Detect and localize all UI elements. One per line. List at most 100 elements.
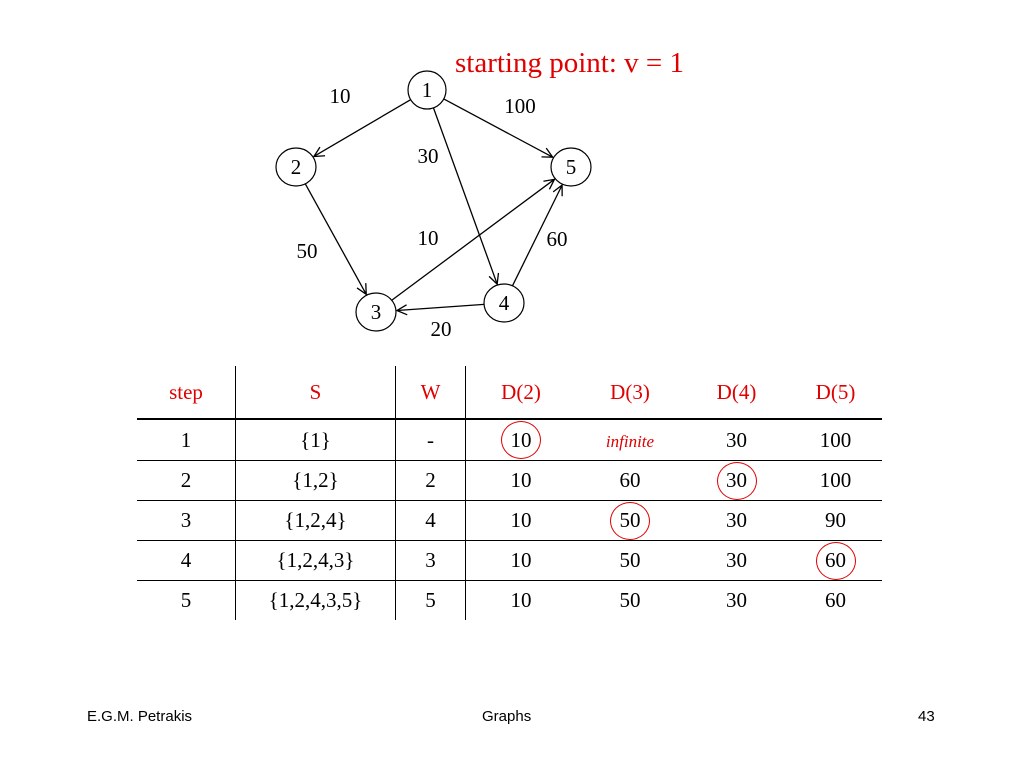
- cell-d4: 30: [684, 460, 789, 501]
- cell-s: {1,2,4}: [235, 500, 396, 541]
- cell-d5: 60: [789, 540, 882, 581]
- edge-weight-1-to-2: 10: [330, 84, 351, 108]
- cell-value: 100: [819, 427, 852, 452]
- footer-page-number: 43: [918, 708, 935, 725]
- cell-step: 2: [137, 460, 236, 501]
- cell-value: 2: [425, 468, 436, 492]
- table-row: 5 {1,2,4,3,5} 5 10 50 30 60: [137, 580, 882, 620]
- cell-value: {1,2,4}: [284, 508, 347, 532]
- node-circle: [355, 292, 397, 332]
- table-row: 2 {1,2} 2 10 60 30 100: [137, 460, 882, 501]
- edge-weight-1-to-4: 30: [418, 144, 439, 168]
- cell-d4: 30: [684, 500, 789, 541]
- footer-author: E.G.M. Petrakis: [87, 708, 193, 725]
- cell-value: {1,2,4,3}: [276, 548, 355, 572]
- edge-weight-3-to-5: 10: [418, 226, 439, 250]
- cell-value: 30: [726, 468, 747, 492]
- cell-value: 1: [180, 427, 192, 452]
- edge-weight-2-to-3: 50: [297, 239, 318, 263]
- cell-d2: 10: [466, 419, 577, 461]
- edge-2-to-3: [304, 183, 366, 294]
- cell-d2: 10: [465, 540, 576, 581]
- starting-point-label: starting point: v = 1: [455, 47, 684, 79]
- cell-d2: 10: [465, 460, 576, 501]
- edge-4-to-3: [397, 303, 485, 310]
- cell-value: 3: [180, 508, 192, 532]
- cell-value: 30: [726, 588, 747, 612]
- cell-value: 30: [726, 508, 747, 532]
- cell-value: 60: [825, 548, 846, 572]
- cell-d3: 50: [576, 540, 684, 581]
- node-circle: [483, 283, 525, 323]
- cell-d3: infinite: [576, 419, 684, 461]
- cell-s: {1,2,4,3,5}: [235, 580, 396, 620]
- cell-value: 3: [425, 548, 436, 572]
- edge-weight-1-to-5: 100: [504, 94, 536, 118]
- cell-d5: 100: [789, 460, 882, 501]
- cell-value: 60: [619, 468, 641, 492]
- cell-d3: 60: [576, 460, 684, 501]
- cell-d5: 90: [789, 500, 882, 541]
- cell-d2: 10: [465, 580, 576, 620]
- node-label: 3: [371, 300, 382, 324]
- graph-node-4: 4: [483, 283, 525, 323]
- cell-value: 4: [425, 508, 436, 532]
- node-circle: [275, 147, 317, 187]
- edge-labels-layer: 10 100 30 50 10 60 20: [297, 84, 568, 341]
- cell-value: 30: [726, 548, 747, 572]
- cell-step: 3: [137, 500, 236, 541]
- cell-s: {1,2}: [235, 460, 396, 501]
- edge-weight-4-to-5: 60: [547, 227, 568, 251]
- cell-value: 30: [726, 427, 747, 452]
- cell-d2: 10: [465, 500, 576, 541]
- cell-value: 2: [180, 468, 192, 492]
- edge-1-to-2: [314, 99, 411, 157]
- node-label: 4: [499, 291, 510, 315]
- cell-d4: 30: [684, 419, 789, 461]
- footer-title: Graphs: [482, 708, 532, 725]
- cell-value: 4: [180, 548, 192, 572]
- edge-1-to-5: [443, 98, 553, 157]
- cell-step: 5: [137, 580, 236, 620]
- cell-value: 100: [819, 468, 852, 492]
- cell-value: {1,2,4,3,5}: [268, 588, 363, 612]
- cell-value: 60: [825, 588, 846, 612]
- cell-value: 10: [510, 468, 532, 492]
- column-header-d3: D(3): [576, 366, 684, 420]
- cell-value: 10: [510, 508, 532, 532]
- cell-s: {1,2,4,3}: [235, 540, 396, 581]
- node-circle: [550, 147, 592, 187]
- cell-w: -: [395, 419, 466, 461]
- cell-d4: 30: [684, 540, 789, 581]
- column-header-w: W: [395, 366, 466, 420]
- cell-value: 50: [619, 588, 641, 612]
- cell-step: 4: [137, 540, 236, 581]
- cell-value: 90: [825, 508, 846, 532]
- cell-value: {1,2}: [292, 468, 339, 492]
- graph-node-3: 3: [355, 292, 397, 332]
- cell-value: -: [427, 427, 434, 452]
- column-header-step: step: [137, 366, 236, 420]
- edge-4-to-5: [511, 185, 562, 287]
- edge-1-to-4: [432, 107, 497, 284]
- column-header-d2: D(2): [465, 366, 576, 420]
- node-label: 5: [566, 155, 577, 179]
- cell-w: 5: [395, 580, 466, 620]
- node-label: 2: [291, 155, 302, 179]
- edges-layer: [304, 98, 562, 311]
- cell-d5: 100: [789, 419, 882, 461]
- cell-w: 4: [395, 500, 466, 541]
- cell-value: 10: [510, 588, 532, 612]
- cell-step: 1: [137, 419, 236, 461]
- graph-node-2: 2: [275, 147, 317, 187]
- cell-value: 5: [180, 588, 192, 612]
- edge-weight-4-to-3: 20: [431, 317, 452, 341]
